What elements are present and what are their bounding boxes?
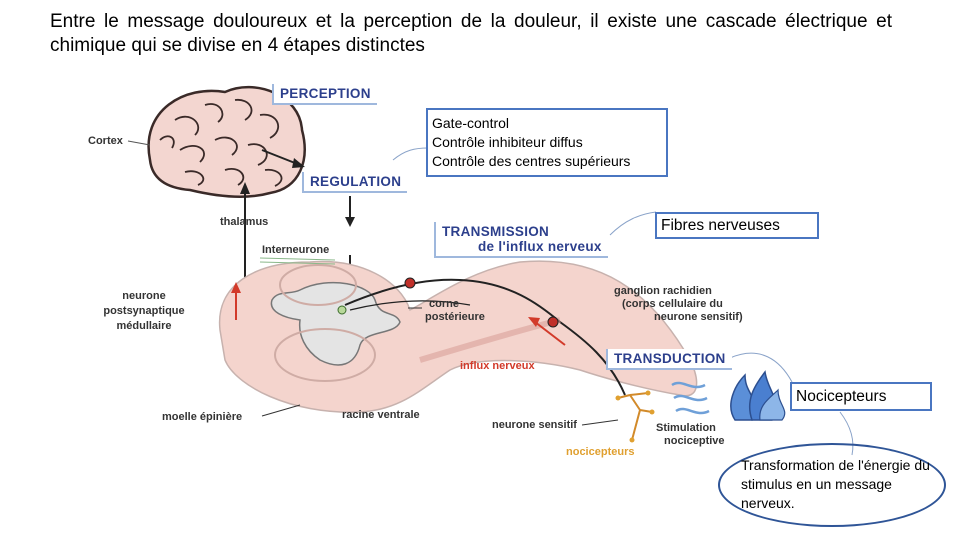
label-stimulation: Stimulation nociceptive [656,422,725,448]
label-ganglion-line3: neurone sensitif) [614,311,743,324]
label-ganglion-line2: (corps cellulaire du [614,298,743,311]
label-corne-line1: corne [425,298,485,311]
stage-perception: PERCEPTION [272,84,377,105]
label-neurone-line2: postsynaptique [100,304,188,319]
label-stimulation-line1: Stimulation [656,422,725,435]
label-ganglion: ganglion rachidien (corps cellulaire du … [614,285,743,324]
label-racine-ventrale: racine ventrale [342,409,420,422]
label-neurone-sensitif: neurone sensitif [492,419,577,432]
callout-transduction: Nocicepteurs [790,382,932,411]
label-corne-posterieure: corne postérieure [425,298,485,324]
label-corne-line2: postérieure [425,311,485,324]
label-influx-nerveux: influx nerveux [460,360,535,373]
callout-regulation: Gate-control Contrôle inhibiteur diffus … [426,108,668,177]
label-interneurone: Interneurone [262,244,329,257]
callout-regulation-line1: Gate-control [432,114,662,133]
label-postsynaptic-neuron: neurone postsynaptique médullaire [100,289,188,334]
flame-icon [731,372,785,420]
callout-transformation-text: Transformation de l'énergie du stimulus … [741,456,941,513]
stage-transduction: TRANSDUCTION [606,349,732,370]
callout-regulation-line2: Contrôle inhibiteur diffus [432,133,662,152]
stage-transmission: TRANSMISSION de l'influx nerveux [434,222,608,258]
label-nocicepteurs: nocicepteurs [566,446,634,459]
stage-transmission-line1: TRANSMISSION [442,224,602,239]
label-stimulation-line2: nociceptive [656,435,725,448]
page-title: Entre le message douloureux et la percep… [50,10,892,58]
callout-regulation-line3: Contrôle des centres supérieurs [432,152,662,171]
label-ganglion-line1: ganglion rachidien [614,285,743,298]
stage-transmission-line2: de l'influx nerveux [442,239,602,254]
label-neurone-line1: neurone [100,289,188,304]
callout-transmission: Fibres nerveuses [655,212,819,239]
label-moelle-epiniere: moelle épinière [162,411,242,424]
stage-regulation: REGULATION [302,172,407,193]
label-neurone-line3: médullaire [100,319,188,334]
label-cortex: Cortex [88,135,123,148]
label-thalamus: thalamus [220,216,268,229]
